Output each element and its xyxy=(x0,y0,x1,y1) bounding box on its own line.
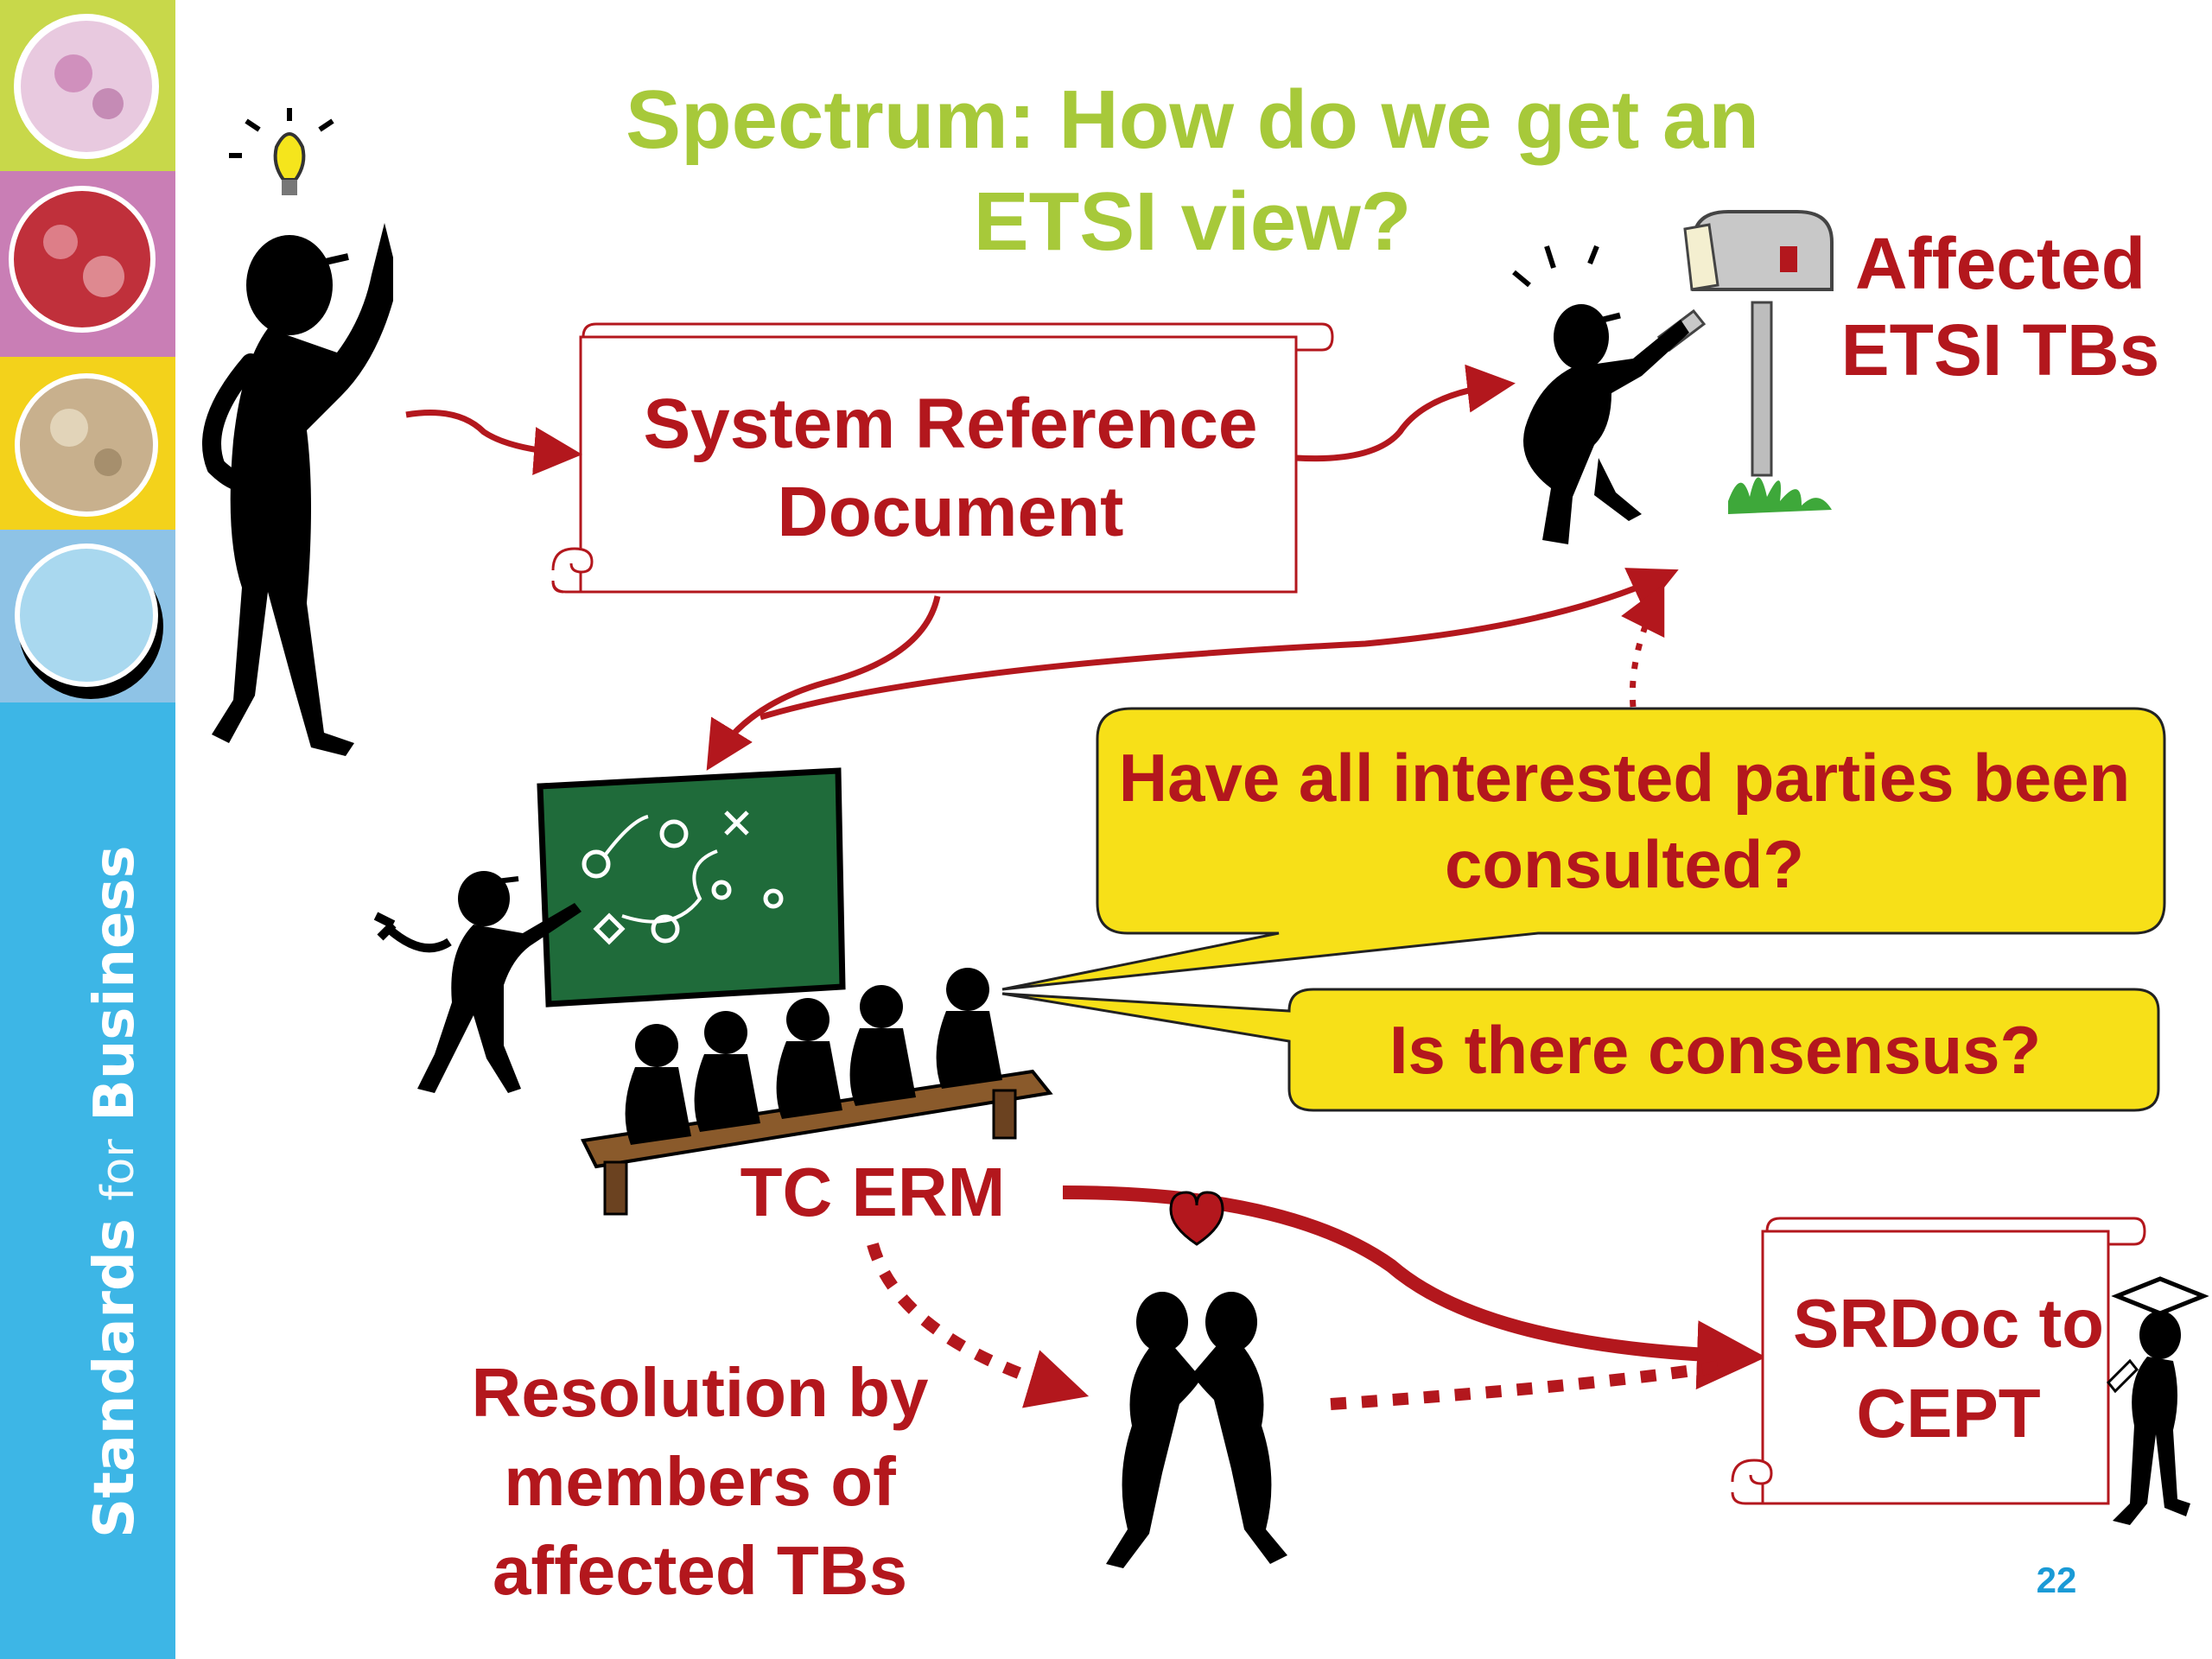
moon-icon-4 xyxy=(15,543,158,687)
arrow-thinker-to-srd xyxy=(405,410,582,475)
arrow-srd-to-tcerm xyxy=(706,595,941,771)
sidebar: Standards for Business xyxy=(0,0,175,1659)
committee-scene xyxy=(373,767,1053,1216)
scroll-srd xyxy=(551,322,1334,594)
question-consulted-text: Have all interested parties been consult… xyxy=(1118,740,2131,902)
callout-consulted xyxy=(1001,707,2166,991)
resolution-couple xyxy=(1106,1191,1287,1568)
arrow-srd-to-affected xyxy=(1295,364,1516,462)
arrow-tcerm-to-affected xyxy=(759,568,1679,721)
heart-icon xyxy=(1169,1191,1224,1246)
slide-title: Spectrum: How do we get an ETSI view? xyxy=(625,73,1760,268)
chalkboard-icon xyxy=(537,767,846,1007)
page-number: 22 xyxy=(2036,1560,2077,1600)
resolution-label: Resolution by members of affected TBs xyxy=(471,1354,929,1609)
graduation-cap-icon xyxy=(2111,1276,2209,1316)
graduate-figure xyxy=(2106,1276,2209,1525)
question-consensus-text: Is there consensus? xyxy=(1389,1012,2042,1088)
sidebar-moons xyxy=(9,14,163,699)
callout-consensus xyxy=(1001,988,2160,1112)
srd-label: System Reference Document xyxy=(643,385,1258,551)
dotted-arrow-tcerm-to-resolution xyxy=(867,1243,1090,1408)
thinker-figure xyxy=(202,108,393,756)
dotted-arrow-resolution-to-srdoc xyxy=(1330,1359,1730,1410)
moon-icon-3 xyxy=(15,373,158,517)
affected-tbs-label: Affected ETSI TBs xyxy=(1840,223,2160,391)
moon-icon-2 xyxy=(9,186,156,333)
lightbulb-icon xyxy=(229,108,334,195)
scroll-srdoc xyxy=(1731,1217,2146,1505)
mailbox-figure xyxy=(1512,210,1834,544)
tc-erm-label: TC ERM xyxy=(740,1154,1006,1230)
dotted-arrow-callout-to-affected xyxy=(1621,583,1665,708)
srdoc-label: SRDoc to CEPT xyxy=(1793,1285,2104,1452)
